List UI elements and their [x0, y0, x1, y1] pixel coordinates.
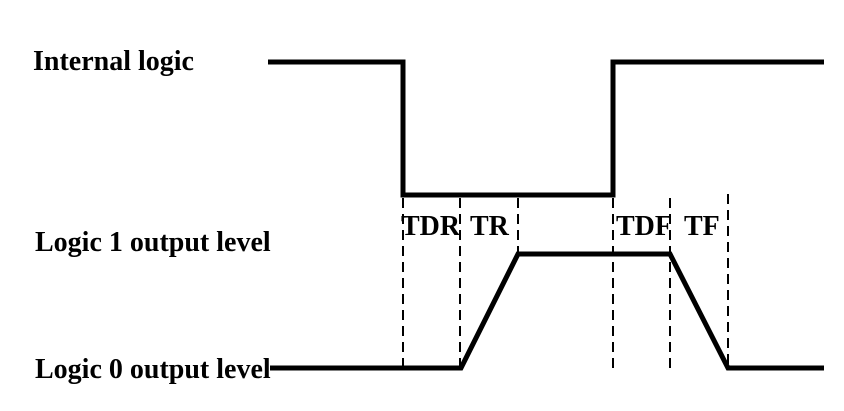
- logic0-output-level-label: Logic 0 output level: [35, 354, 271, 385]
- tdf-label: TDF: [616, 211, 672, 242]
- output-waveform: [270, 251, 824, 371]
- internal-logic-label: Internal logic: [33, 46, 194, 77]
- tf-label: TF: [684, 211, 720, 242]
- internal-logic-waveform: [268, 59, 824, 198]
- logic1-output-level-label: Logic 1 output level: [35, 227, 271, 258]
- tdr-label: TDR: [401, 211, 461, 242]
- tr-label: TR: [470, 211, 510, 242]
